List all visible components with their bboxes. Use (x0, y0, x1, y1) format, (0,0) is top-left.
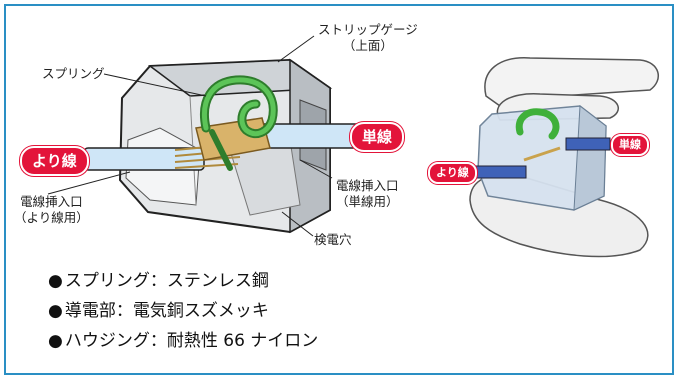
leader-lines (47, 35, 333, 237)
photo-solid-wire-badge: 単線 (611, 134, 649, 156)
spec-item-conductor: ●導電部：電気銅スズメッキ (48, 301, 269, 321)
spec-item-housing: ●ハウジング：耐熱性 66 ナイロン (48, 331, 319, 351)
photo-stranded-wire-badge: より線 (428, 162, 477, 184)
stranded-wire-badge: より線 (20, 146, 89, 176)
spec-list: ●スプリング：ステンレス鋼 ●導電部：電気銅スズメッキ ●ハウジング：耐熱性 6… (48, 266, 318, 356)
spring-label: スプリング (42, 66, 105, 81)
spec-item-spring: ●スプリング：ステンレス鋼 (48, 271, 269, 291)
stranded-insert-label: 電線挿入口 （より線用） (14, 194, 89, 225)
hand-photo (446, 20, 664, 264)
strip-gauge-label: ストリップゲージ （上面） (318, 22, 418, 53)
solid-insert-label: 電線挿入口 （単線用） (336, 178, 399, 209)
spring (200, 75, 278, 171)
test-hole-label: 検電穴 (314, 232, 352, 247)
solid-wire-badge: 単線 (350, 122, 405, 152)
